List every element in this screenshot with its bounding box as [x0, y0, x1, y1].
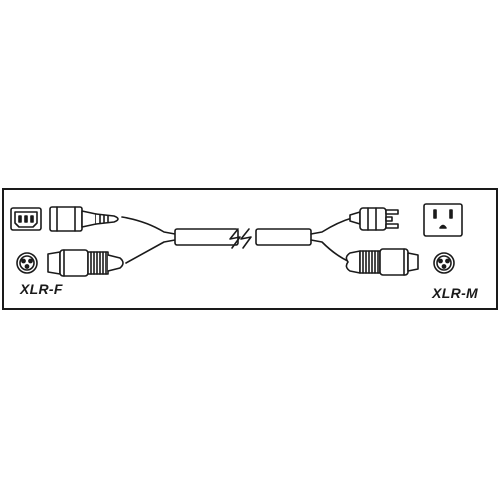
xlr-male-face-icon — [433, 252, 455, 274]
cable-left — [121, 216, 176, 264]
power-plug-icon — [349, 207, 399, 231]
cable-diagram-frame: XLR-F XLR-M — [2, 188, 498, 310]
iec-connector-icon — [49, 206, 119, 232]
xlr-male-label: XLR-M — [432, 285, 478, 301]
cable-break-mark — [229, 228, 241, 249]
xlr-female-connector-icon — [47, 249, 124, 277]
cable-right — [310, 217, 353, 263]
power-outlet-icon — [423, 203, 463, 237]
xlr-female-face-icon — [16, 252, 38, 274]
xlr-female-label: XLR-F — [20, 281, 63, 297]
cable-jacket-left — [174, 228, 239, 246]
iec-socket-icon — [10, 207, 42, 231]
xlr-male-connector-icon — [345, 248, 419, 276]
cable-jacket-right — [255, 228, 312, 246]
cable-diagram — [10, 203, 463, 277]
